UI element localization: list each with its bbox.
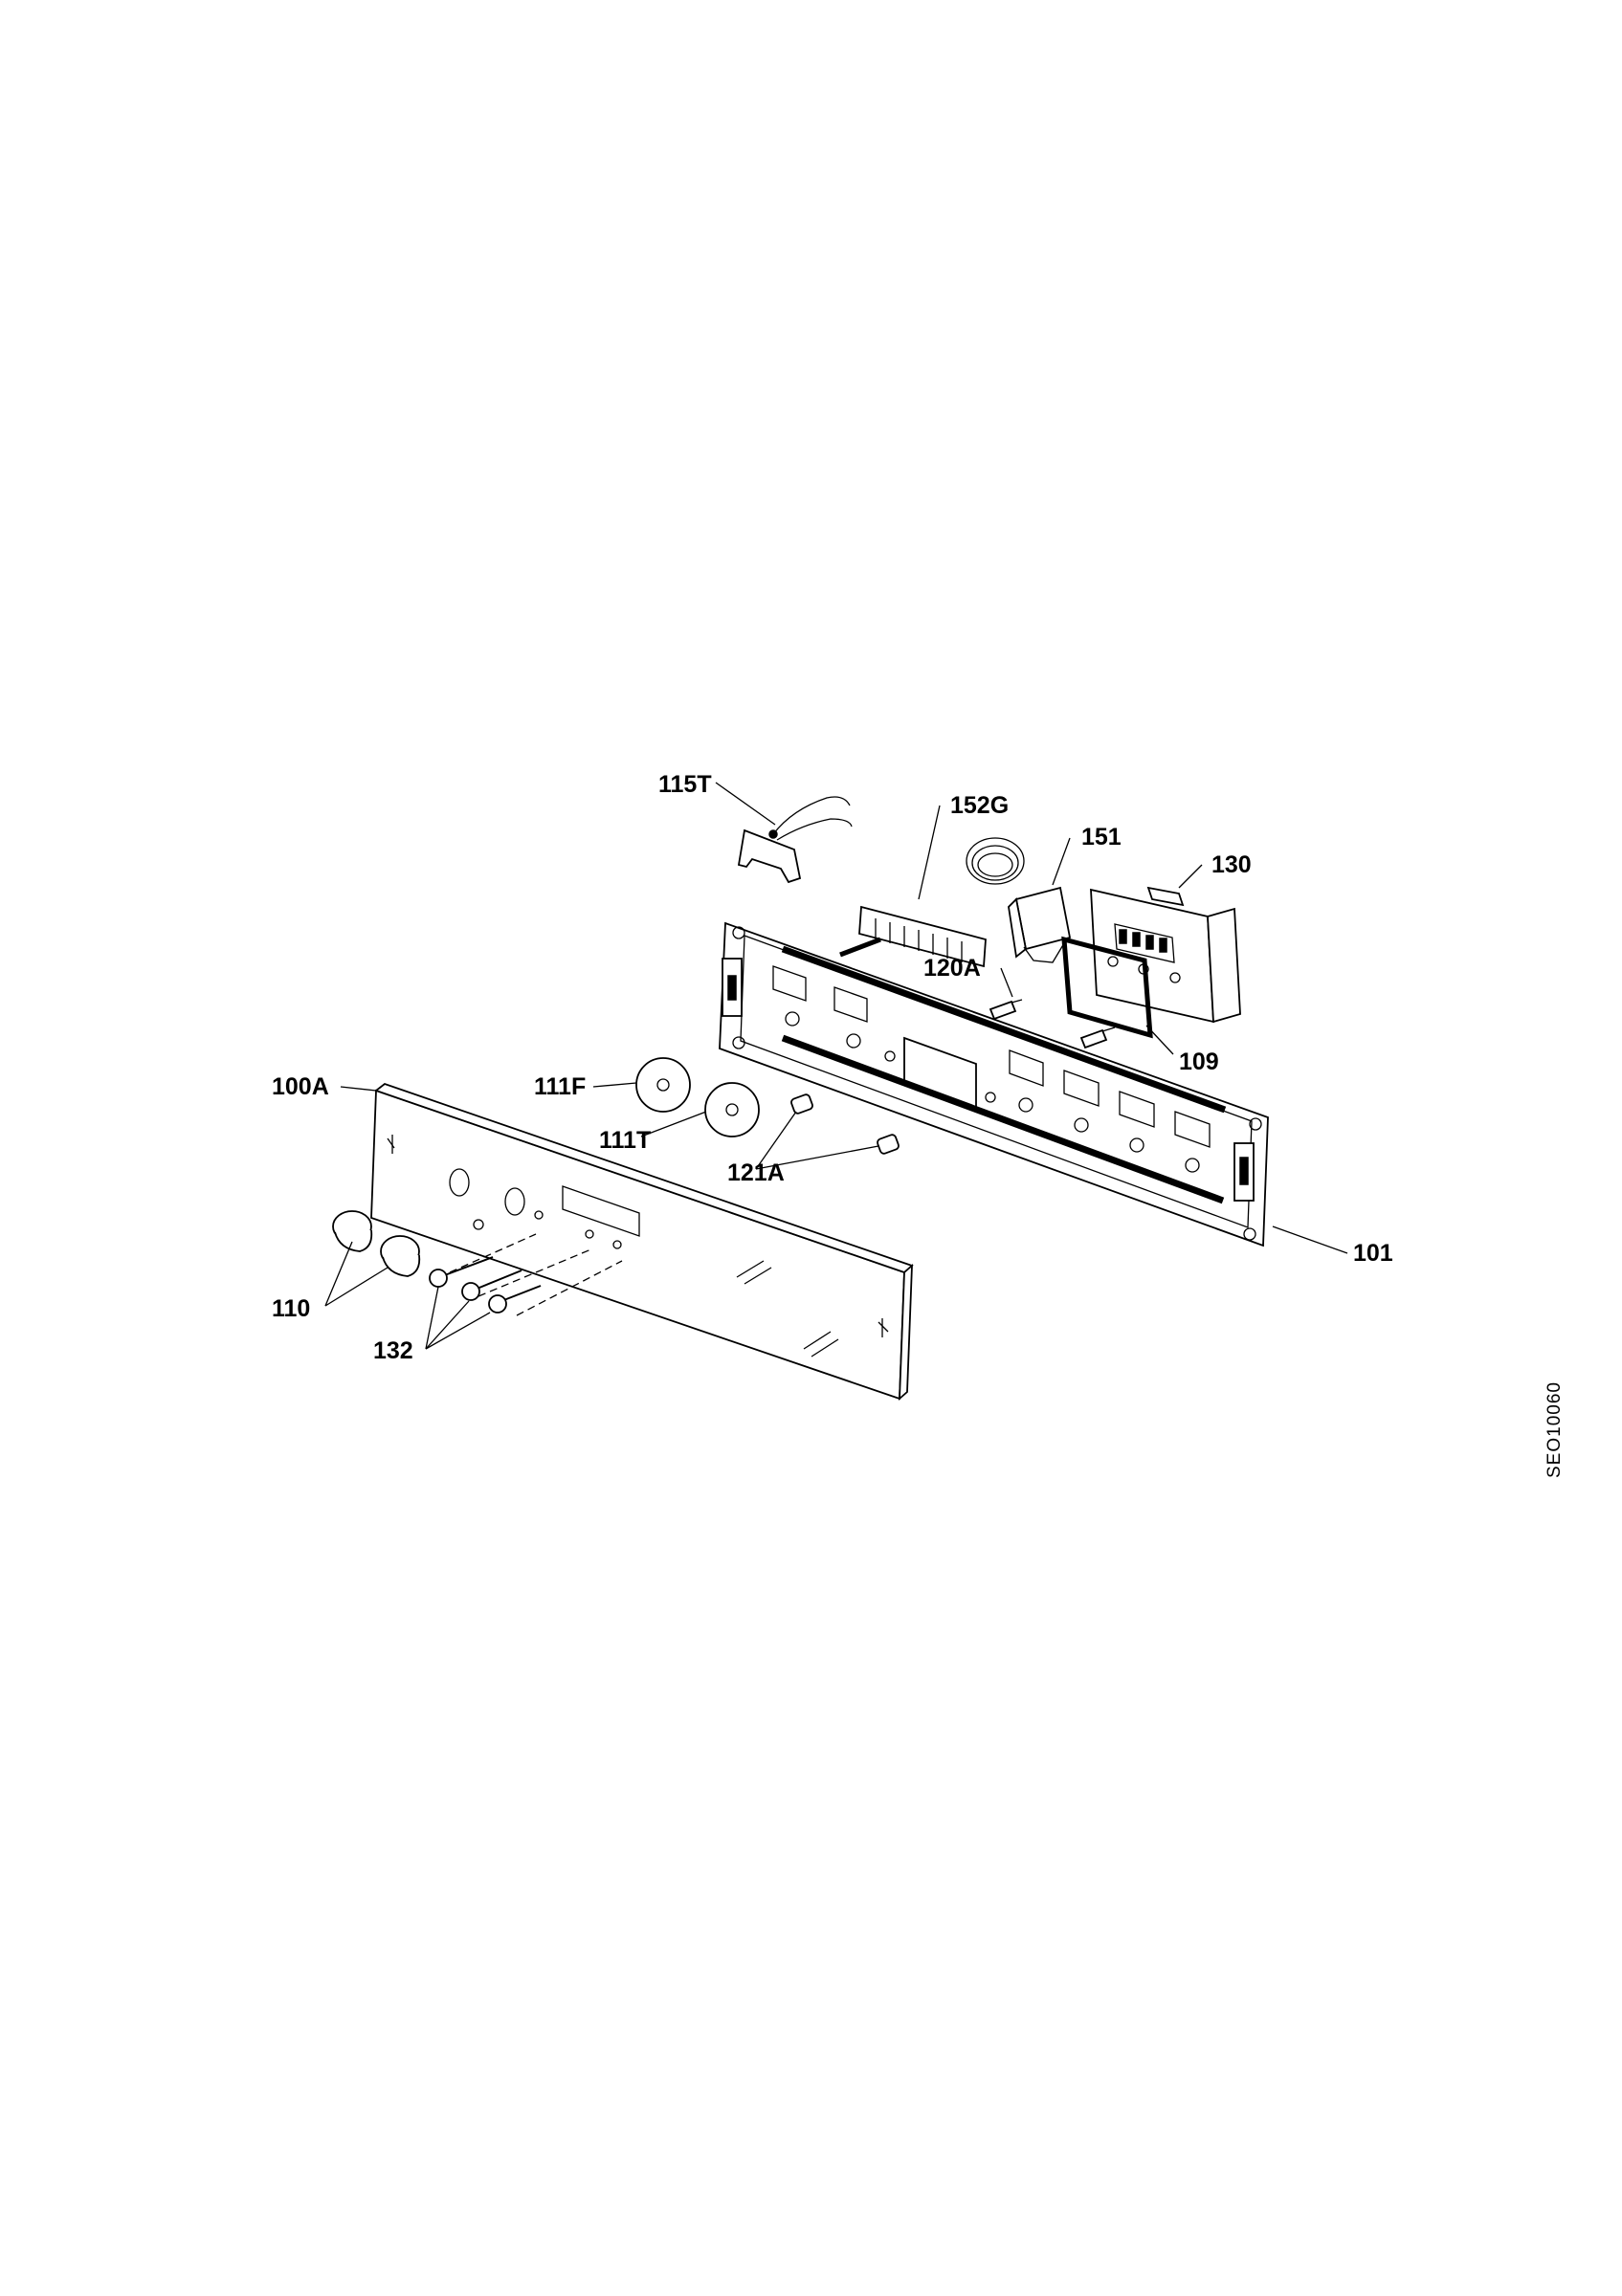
disc-111t bbox=[704, 1082, 760, 1137]
electronic-timer bbox=[1090, 886, 1241, 1024]
thermostat-body bbox=[1008, 886, 1072, 963]
thermostat-bracket bbox=[737, 796, 853, 884]
selector-switch bbox=[839, 837, 1025, 968]
label-111t: 111T bbox=[599, 1127, 651, 1154]
lamp-holders bbox=[790, 1093, 900, 1155]
knob-spindles bbox=[429, 1256, 542, 1314]
label-109: 109 bbox=[1179, 1049, 1219, 1075]
timer-gasket bbox=[1061, 936, 1153, 1039]
rear-panel-frame bbox=[719, 921, 1269, 1247]
label-101: 101 bbox=[1353, 1240, 1393, 1267]
front-glass-panel bbox=[370, 1082, 914, 1402]
leader-lines bbox=[324, 782, 1348, 1350]
label-121a: 121A bbox=[727, 1159, 785, 1186]
disc-111f bbox=[635, 1057, 691, 1113]
label-152g: 152G bbox=[950, 792, 1009, 819]
label-130: 130 bbox=[1211, 851, 1252, 878]
label-100a: 100A bbox=[272, 1073, 329, 1100]
label-120a: 120A bbox=[923, 955, 981, 982]
label-115t: 115T bbox=[658, 771, 712, 798]
label-132: 132 bbox=[373, 1337, 413, 1364]
label-111f: 111F bbox=[534, 1073, 586, 1100]
label-151: 151 bbox=[1081, 824, 1122, 850]
control-knobs bbox=[332, 1210, 421, 1277]
label-110: 110 bbox=[272, 1295, 310, 1322]
indicator-lamps bbox=[989, 999, 1116, 1049]
part-labels: 115T 152G 151 130 120A 109 100A 111F 111… bbox=[272, 771, 1393, 1364]
drawing-code: SEO10060 bbox=[1544, 1381, 1565, 1478]
